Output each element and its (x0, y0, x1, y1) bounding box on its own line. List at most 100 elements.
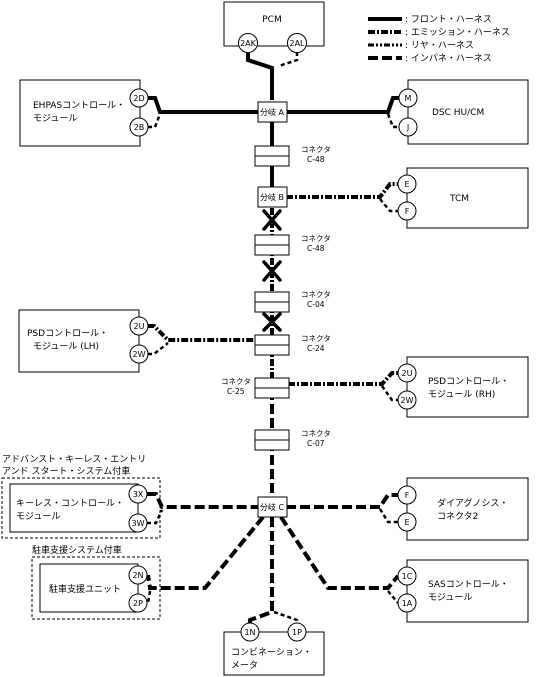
connector-c07-word: コネクタ (301, 429, 331, 438)
pin-lh-2u-label: 2U (134, 322, 145, 331)
pin-2ak (238, 33, 258, 53)
pin-2p-label: 2P (133, 599, 143, 608)
connector-c25-body-lower (254, 387, 290, 399)
connector-c04-body-lower (254, 301, 290, 313)
connector-c24-body-lower (254, 344, 290, 356)
pin-3x (128, 484, 148, 504)
wire-psd-lh-2u (148, 324, 255, 342)
wire-keyless-3w (147, 509, 164, 525)
module-psd-lh-label-1: PSDコントロール・ (27, 329, 108, 339)
connector-c07-body-lower (254, 439, 290, 451)
module-diag-box (406, 477, 529, 541)
pin-2n-label: 2N (132, 571, 143, 580)
module-ehpas-box (19, 79, 141, 147)
connector-c07-body (254, 429, 290, 441)
junction-a: 分岐 A (257, 101, 288, 123)
wire-pcm-2al (278, 52, 299, 68)
connector-c24: コネクタ C-24 (254, 334, 331, 356)
module-psd-lh-box (18, 309, 140, 373)
module-ehpas-label-1: EHPASコントロール・ (33, 101, 125, 111)
wire-psd-lh-2w (148, 342, 169, 356)
pin-2p (128, 593, 148, 613)
junction-c-label: 分岐 C (260, 502, 285, 512)
legend-rear-label: : リヤ・ハーネス (405, 40, 474, 51)
pin-1c-label: 1C (402, 572, 413, 581)
pin-diag-e (397, 512, 417, 532)
keyless-group-label-2: アンド スタート・システム付車 (2, 465, 130, 477)
junction-b-label: 分岐 B (260, 192, 284, 202)
pin-rh-2w-label: 2W (401, 396, 414, 405)
legend: : フロント・ハーネス : エミッション・ハーネス : リヤ・ハーネス : イン… (368, 14, 510, 64)
module-parking-label: 駐車支援ユニット (49, 583, 121, 595)
pin-diag-f (397, 485, 417, 505)
junction-c-box (257, 496, 288, 518)
pin-1c (397, 566, 417, 586)
module-dsc-label: DSC HU/CM (432, 108, 484, 118)
wire-parking-2n (146, 515, 265, 590)
connector-c25: コネクタ C-25 (221, 377, 290, 399)
pin-1p-label: 1P (292, 628, 302, 637)
module-keyless-label-2: モジュール (16, 512, 60, 522)
cross-mark-2 (262, 260, 282, 282)
module-dsc-box (407, 79, 529, 145)
module-pcm: PCM 2AK 2AL (223, 1, 325, 53)
connector-c48-1-body-lower (254, 155, 290, 167)
legend-emission-label: : エミッション・ハーネス (405, 27, 510, 38)
pin-1p (287, 622, 307, 642)
pin-2al (287, 33, 307, 53)
pin-2d-label: 2D (133, 94, 144, 103)
module-combi-label-2: メータ (231, 660, 258, 671)
connector-c25-code: C-25 (227, 387, 245, 396)
module-sas: SASコントロール・ モジュール 1C 1A (397, 559, 529, 623)
pin-3w-label: 3W (132, 519, 145, 528)
pin-rh-2w (397, 390, 417, 410)
module-keyless-label-1: キーレス・コントロール・ (16, 499, 124, 509)
wire-keyless-3x (147, 492, 258, 509)
module-parking-box (39, 563, 139, 613)
pin-rh-2u (397, 363, 417, 383)
connector-c48-1: コネクタ C-48 (254, 145, 331, 167)
pin-rh-2u-label: 2U (402, 369, 413, 378)
module-combi: コンビネーション・ メータ 1N 1P (223, 622, 325, 676)
pin-1a (397, 593, 417, 613)
pin-2al-label: 2AL (289, 39, 305, 48)
pin-3w (128, 513, 148, 533)
wire-ehpas-2b (148, 113, 162, 129)
connector-c04: コネクタ C-04 (254, 290, 331, 313)
wire-tcm-e (286, 182, 398, 199)
module-psd-rh-label-1: PSDコントロール・ (428, 377, 509, 387)
module-dsc: DSC HU/CM M J (398, 79, 529, 145)
pin-1a-label: 1A (402, 599, 413, 608)
parking-group-label: 駐車支援システム付車 (32, 544, 122, 556)
wire-diag-f (286, 493, 398, 509)
pin-lh-2u (129, 316, 149, 336)
connector-c24-code: C-24 (307, 344, 325, 353)
pin-tcm-f-label: F (405, 207, 410, 216)
connector-c25-word: コネクタ (221, 377, 251, 386)
module-diag: ダイアグノシス・ コネクタ2 F E (397, 477, 529, 541)
connector-c04-body (254, 291, 290, 303)
pin-tcm-e (397, 174, 417, 194)
junction-c: 分岐 C (257, 496, 288, 518)
connector-c04-code: C-04 (307, 300, 325, 309)
module-psd-lh-label-2: モジュール (LH) (33, 342, 99, 352)
module-psd-rh: PSDコントロール・ モジュール (RH) 2U 2W (397, 356, 529, 418)
pin-2n (128, 565, 148, 585)
wire-dsc-m (286, 96, 399, 114)
cross-mark-1 (262, 209, 282, 231)
junction-b: 分岐 B (257, 186, 288, 208)
module-keyless-box (9, 483, 139, 533)
keyless-group-label-1: アドバンスト・キーレス・エントリ (2, 454, 146, 465)
junction-a-label: 分岐 A (260, 107, 285, 117)
connector-c48-2: コネクタ C-48 (254, 234, 331, 256)
pin-1n (240, 622, 260, 642)
wire-pcm-2ak (246, 52, 274, 100)
module-combi-box (223, 631, 325, 676)
junction-b-box (257, 186, 288, 208)
module-psd-rh-box (406, 356, 529, 418)
module-parking: 駐車支援システム付車 駐車支援ユニット 2N 2P (31, 544, 161, 620)
pin-2ak-label: 2AK (240, 39, 257, 48)
module-tcm: TCM E F (397, 167, 529, 229)
module-combi-label-1: コンビネーション・ (231, 647, 312, 658)
